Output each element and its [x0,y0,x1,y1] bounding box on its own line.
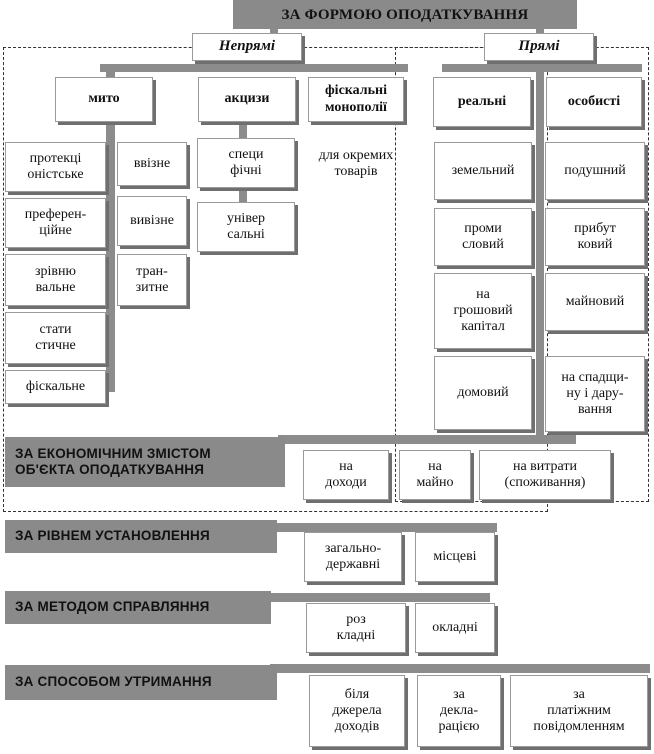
duty-purpose-item: фіскальне [5,370,106,404]
bar-method [250,593,490,602]
level-item: загально- державні [304,532,402,582]
real-tax-item: домовий [434,356,532,430]
economic-item: на витрати (споживання) [479,450,611,500]
bar-level [265,523,497,532]
duty-direction-item: ввізне [117,142,187,186]
economic-item: на доходи [303,450,389,500]
duty-purpose-item: протекці оністське [5,142,106,192]
excise-kind-item: універ сальні [197,202,295,252]
fiscal-monopoly-box: фіскальні монополії [308,77,404,122]
personal-tax-item: на спадщи- ну і дару- вання [545,356,645,432]
bar-duty-vertical [106,72,115,392]
method-item: роз кладні [306,603,406,653]
level-item: місцеві [415,532,495,582]
duty-direction-item: тран- зитне [117,254,187,306]
duty-direction-item: вивізне [117,196,187,246]
excise-box: акцизи [198,77,296,122]
personal-taxes-box: особисті [546,77,642,127]
personal-tax-item: прибут ковий [545,208,645,266]
title-banner: ЗА ФОРМОЮ ОПОДАТКУВАННЯ [233,0,577,29]
real-tax-item: земельний [434,142,532,200]
bar-indirect-hub [100,64,408,72]
method-header: ЗА МЕТОДОМ СПРАВЛЯННЯ [5,591,271,624]
excise-kind-item: специ фічні [197,138,295,188]
duty-box: мито [55,77,153,122]
bar-collection [270,664,650,673]
real-tax-item: на грошовий капітал [434,273,532,349]
personal-tax-item: майновий [545,273,645,331]
real-taxes-box: реальні [433,77,531,127]
collection-item: за декла- рацією [417,675,501,747]
personal-tax-item: подушний [545,142,645,200]
collection-header: ЗА СПОСОБОМ УТРИМАННЯ [5,665,277,700]
bar-economic [278,435,576,444]
indirect-taxes-label: Непрямі [192,33,302,61]
direct-taxes-label: Прямі [484,33,594,61]
economic-content-header: ЗА ЕКОНОМІЧНИМ ЗМІСТОМ ОБ'ЄКТА ОПОДАТКУВ… [5,437,285,487]
economic-item: на майно [399,450,471,500]
bar-direct-hub [442,64,642,72]
bar-direct-vertical [536,72,544,437]
level-header: ЗА РІВНЕМ УСТАНОВЛЕННЯ [5,520,277,553]
real-tax-item: проми словий [434,208,532,266]
fiscal-monopoly-note: для окремих товарів [318,147,394,179]
duty-purpose-item: зрівню вальне [5,254,106,306]
collection-item: біля джерела доходів [309,675,405,747]
duty-purpose-item: стати стичне [5,312,106,364]
duty-purpose-item: преферен- ційне [5,198,106,248]
collection-item: за платіжним повідомленням [510,675,648,747]
method-item: окладні [415,603,495,653]
